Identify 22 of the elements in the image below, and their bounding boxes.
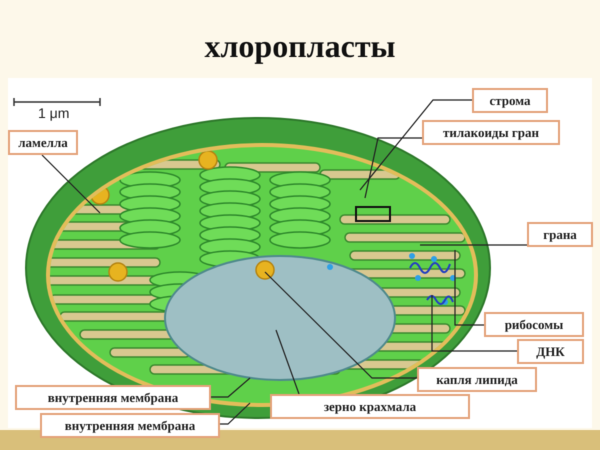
callout-label: капля липида [417, 367, 537, 392]
leader-line [211, 378, 250, 398]
leader-line [431, 295, 517, 352]
callout-label: ламелла [8, 130, 78, 155]
leader-line [360, 99, 472, 190]
callout-label: рибосомы [484, 312, 584, 337]
callout-label: внутренняя мембрана [15, 385, 211, 410]
callout-label: ДНК [517, 339, 584, 364]
leader-line [364, 137, 422, 198]
leader-line [220, 402, 250, 425]
leader-line [41, 154, 100, 214]
scale-label: 1 μm [38, 105, 70, 121]
callout-label: внутренняя мембрана [40, 413, 220, 438]
callout-label: строма [472, 88, 548, 113]
leader-line [454, 250, 484, 326]
callout-label: грана [527, 222, 593, 247]
callout-label: зерно крахмала [270, 394, 470, 419]
leader-line [275, 330, 300, 395]
leader-line [264, 272, 417, 379]
callout-label: тилакоиды гран [422, 120, 560, 145]
leader-line [420, 244, 527, 246]
title: хлоропласты [204, 28, 396, 65]
